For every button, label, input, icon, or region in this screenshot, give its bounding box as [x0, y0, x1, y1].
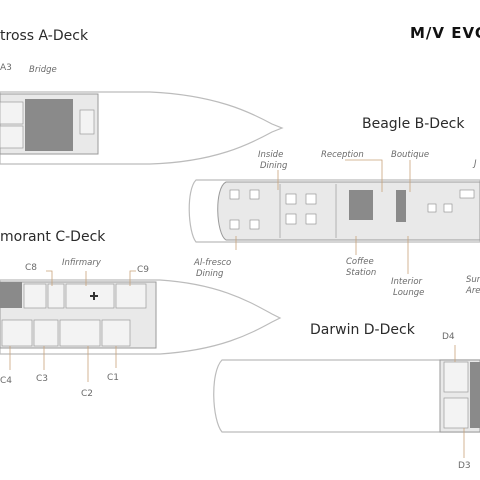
table: [285, 213, 297, 225]
interior-lounge-label: Interior: [391, 277, 423, 287]
c-deck-title: morant C-Deck: [0, 229, 106, 245]
cabin-c3-label: C3: [36, 374, 48, 384]
leader-c8: [46, 270, 53, 286]
reception-desk: [349, 190, 373, 220]
leader-c9: [129, 270, 136, 286]
leader-reception: [345, 159, 383, 192]
bridge-label: Bridge: [29, 65, 57, 75]
table: [229, 189, 240, 200]
coffee-station-label-2: Station: [346, 268, 376, 278]
infirmary-cross-icon: [90, 292, 98, 300]
c-deck: morant C-Deck C8 Infirmary C9 C4 C3 C2 C…: [0, 229, 282, 399]
alfresco-label: Al-fresco: [193, 258, 231, 268]
ship-name: M/V EVO: [410, 24, 480, 42]
table: [285, 193, 297, 205]
cabin-c9: [115, 283, 147, 309]
inside-dining-label-2: Dining: [260, 161, 288, 171]
lounge-seat: [427, 203, 437, 213]
cabin-c9-label: C9: [137, 265, 149, 275]
sun-area-label-2: Are: [465, 286, 480, 296]
a-deck-title: tross A-Deck: [0, 28, 89, 44]
j-label: J: [472, 159, 477, 169]
cabin-d3: [443, 397, 469, 429]
cabin-c8: [23, 283, 47, 309]
table: [229, 219, 240, 230]
boutique-label: Boutique: [391, 150, 429, 160]
bridge-room: [25, 99, 73, 151]
cabin-c7: [47, 283, 65, 309]
d-deck-service: [470, 362, 480, 428]
coffee-station-label: Coffee: [346, 257, 374, 267]
cabin-d3-label: D3: [458, 461, 471, 471]
b-deck-structure: [217, 181, 480, 241]
table: [305, 193, 317, 205]
cabin-a3-label: A3: [0, 63, 12, 73]
table: [249, 219, 260, 230]
d-deck: Darwin D-Deck D4 D3: [213, 322, 480, 471]
dining-tables: [229, 189, 475, 230]
alfresco-label-2: Dining: [196, 269, 224, 279]
b-deck-title: Beagle B-Deck: [362, 116, 465, 132]
d-deck-hull: [213, 359, 480, 433]
sun-area-label: Sun: [466, 275, 480, 285]
a-deck-helm: [79, 109, 95, 135]
cabin-c1-label: C1: [107, 373, 119, 383]
cabin-a2: [0, 125, 24, 149]
reception-label: Reception: [321, 150, 364, 160]
cabin-a3: [0, 101, 24, 125]
lounge-seat: [459, 189, 475, 199]
cabin-c2-label: C2: [81, 389, 93, 399]
cabin-c8-label: C8: [25, 263, 37, 273]
lounge-seat: [443, 203, 453, 213]
infirmary-label: Infirmary: [62, 258, 102, 268]
c-deck-service: [0, 282, 22, 308]
table: [249, 189, 260, 200]
b-deck: Beagle B-Deck Inside Dining: [188, 116, 480, 298]
cabin-c2: [59, 319, 101, 347]
cabin-c1: [101, 319, 131, 347]
cabin-d4-label: D4: [442, 332, 455, 342]
table: [305, 213, 317, 225]
cabin-c4: [1, 319, 33, 347]
cabin-c3: [33, 319, 59, 347]
inside-dining-label: Inside: [258, 150, 283, 160]
interior-lounge-label-2: Lounge: [393, 288, 424, 298]
cabin-c4-label: C4: [0, 376, 12, 386]
cabin-d4: [443, 361, 469, 393]
a-deck: tross A-Deck A3 Bridge: [0, 28, 284, 165]
d-deck-title: Darwin D-Deck: [310, 322, 416, 338]
boutique-area: [396, 190, 406, 222]
